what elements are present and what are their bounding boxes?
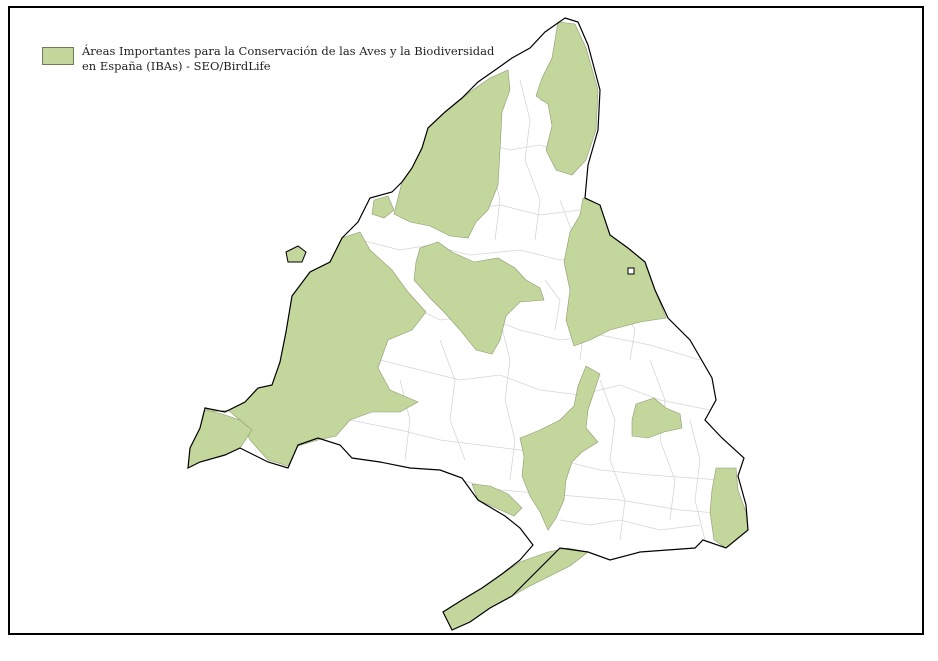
legend-label-line-2: en España (IBAs) - SEO/BirdLife	[82, 59, 271, 73]
enclave-marker	[627, 267, 635, 275]
legend-label-line-1: Áreas Importantes para la Conservación d…	[82, 44, 495, 58]
legend-iba-swatch	[42, 47, 74, 65]
island-border	[285, 245, 307, 263]
iba-south-central	[519, 365, 601, 531]
iba-east-central	[631, 397, 683, 439]
legend-label: Áreas Importantes para la Conservación d…	[82, 44, 494, 74]
region-border	[187, 17, 749, 631]
iba-south-east	[709, 467, 749, 549]
iba-north-east	[535, 21, 599, 176]
iba-central	[413, 241, 545, 355]
iba-south-tail	[442, 547, 589, 631]
iba-north-west-small	[371, 195, 395, 219]
legend: Áreas Importantes para la Conservación d…	[42, 44, 512, 74]
iba-areas	[187, 21, 749, 631]
